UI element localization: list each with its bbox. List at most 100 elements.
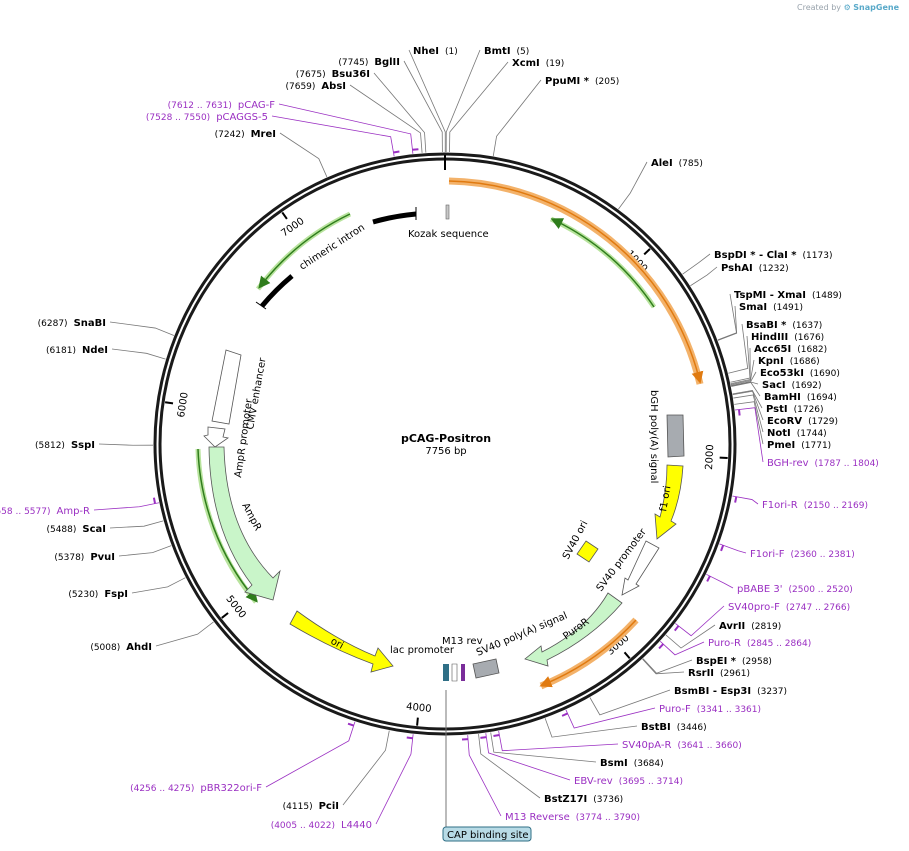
primer-label-sv40pa-r: SV40pA-R(3641 .. 3660) (622, 740, 742, 751)
cap-feature (443, 664, 449, 681)
enzyme-label-pshai: PshAI(1232) (721, 263, 789, 274)
enzyme-label-ndei: (6181)NdeI (46, 345, 108, 356)
primer-leader-f1ori-r (732, 495, 759, 505)
primer-pos-sv40pro-f: (2747 .. 2766) (786, 603, 850, 613)
enzyme-name-psti: PstI (766, 404, 788, 415)
primer-leader-ebv-rev (485, 733, 571, 781)
enzyme-label-rsrii: RsrII(2961) (688, 668, 750, 679)
annotation-leaders (93, 49, 764, 825)
enzyme-leader-smai (717, 305, 738, 341)
primer-mark-puro-r (658, 643, 664, 650)
primer-pos-l4440: (4005 .. 4022) (271, 821, 335, 831)
enzyme-name-bstz17i: BstZ17I (544, 794, 587, 805)
enzyme-label-bstbi: BstBI(3446) (641, 722, 707, 733)
primer-mark-pbabe3 (706, 575, 711, 582)
f1-ori-shape (654, 464, 684, 540)
enzyme-pos-psti: (1726) (794, 405, 824, 415)
enzyme-pos-bmti: (5) (517, 47, 530, 57)
green-arc-left-bottom-core (197, 448, 258, 603)
enzyme-name-snabi: SnaBI (74, 318, 106, 329)
orf-arc-top-right (448, 177, 704, 385)
enzyme-leader-saci (731, 381, 759, 387)
enzyme-leader-psti (732, 389, 763, 409)
enzyme-name-pshai: PshAI (721, 263, 753, 274)
primer-name-sv40pa-r: SV40pA-R (622, 740, 671, 751)
enzyme-label-pcii: (4115)PciI (283, 801, 339, 812)
enzyme-leader-pvui (118, 545, 172, 557)
primer-leader-pbr322ori-f (265, 721, 356, 788)
tick-label-7000: 7000 (279, 216, 306, 240)
cmv-enhancer-shape (211, 349, 242, 425)
enzyme-label-bamhi: BamHI(1694) (764, 392, 837, 403)
cap-binding-label: CAP binding site (447, 830, 529, 841)
primer-leader-pcaggs-5 (271, 115, 395, 157)
enzyme-pos-ahdi: (5008) (90, 643, 120, 653)
enzyme-pos-bsabi: (1637) (792, 321, 822, 331)
enzyme-name-pvui: PvuI (90, 552, 115, 563)
enzyme-pos-bstz17i: (3736) (593, 795, 623, 805)
enzyme-pos-nhei: (1) (445, 47, 458, 57)
enzyme-pos-avrii: (2819) (751, 622, 781, 632)
chimeric-intron-arc (372, 211, 417, 225)
plasmid-name: pCAG-Positron (401, 432, 491, 445)
primer-label-amp-r: (5558 .. 5577)Amp-R (0, 506, 90, 517)
primer-mark-sv40pa-r (493, 733, 500, 737)
enzyme-leader-absi (349, 84, 423, 153)
kozak-mark (445, 204, 450, 220)
enzyme-leader-bspdi (682, 253, 711, 275)
primer-label-pbr322ori-f: (4256 .. 4275)pBR322ori-F (130, 783, 262, 794)
enzyme-leader-sspi (98, 443, 154, 446)
enzyme-leader-mrei (279, 132, 328, 178)
primer-pos-puro-f: (3341 .. 3361) (697, 705, 761, 715)
primer-name-puro-r: Puro-R (708, 638, 741, 649)
enzyme-name-hindiii: HindIII (751, 332, 788, 343)
primer-pos-pbr322ori-f: (4256 .. 4275) (130, 784, 194, 794)
tick-1000 (643, 248, 651, 256)
enzyme-name-saci: SacI (762, 380, 786, 391)
enzyme-pos-bamhi: (1694) (807, 393, 837, 403)
enzyme-label-snabi: (6287)SnaBI (38, 318, 106, 329)
enzyme-label-xcmi: XcmI(19) (512, 58, 564, 69)
enzyme-name-bsmi: BsmI (600, 758, 628, 769)
enzyme-pos-pmei: (1771) (801, 441, 831, 451)
enzyme-label-nhei: NheI (1) (413, 46, 458, 57)
primer-name-f1ori-r: F1ori-R (762, 500, 798, 511)
enzyme-leader-pshai (690, 266, 718, 287)
enzyme-leader-snabi (109, 321, 175, 336)
enzyme-label-fspi: (5230) FspI (68, 589, 128, 600)
enzyme-pos-fspi: (5230) (68, 590, 98, 600)
enzyme-leader-rsrii (642, 658, 685, 675)
enzyme-leader-xcmi (449, 61, 509, 153)
enzyme-name-smai: SmaI (739, 302, 767, 313)
enzyme-name-fspi: FspI (104, 589, 128, 600)
enzyme-label-kpni: KpnI(1686) (758, 356, 820, 367)
enzyme-name-bstbi: BstBI (641, 722, 671, 733)
enzyme-leader-bsmbi (589, 689, 671, 716)
chimeric-intron-label: chimeric intron (298, 222, 367, 272)
primer-leader-pcag-f (278, 103, 414, 154)
enzyme-pos-bspei: (2958) (742, 657, 772, 667)
ampr-label: AmpR (239, 501, 263, 533)
primer-pos-bgh-rev: (1787 .. 1804) (815, 459, 879, 469)
primer-mark-amp-r (152, 497, 157, 504)
primer-pos-f1ori-r: (2150 .. 2169) (804, 501, 868, 511)
enzyme-name-scai: ScaI (82, 524, 106, 535)
enzyme-name-bglii: BglII (374, 57, 400, 68)
primer-name-m13-reverse: M13 Reverse (505, 812, 570, 823)
primer-name-pcag-f: pCAG-F (238, 100, 275, 111)
enzyme-name-bmti: BmtI (484, 46, 511, 57)
primer-leader-amp-r (93, 502, 160, 511)
enzyme-label-saci: SacI (1692) (762, 380, 822, 391)
m13-rev-feature (461, 664, 465, 681)
enzyme-pos-ppumi: (205) (595, 77, 619, 87)
enzyme-label-smai: SmaI(1491) (739, 302, 803, 313)
enzyme-name-nhei: NheI (413, 46, 439, 57)
primer-leader-sv40pro-f (675, 605, 725, 637)
primer-mark-l4440 (406, 736, 413, 740)
enzyme-pos-saci: (1692) (792, 381, 822, 391)
sv40-polya-shape (472, 658, 500, 679)
enzyme-pos-scai: (5488) (46, 525, 76, 535)
primer-name-amp-r: Amp-R (57, 506, 91, 517)
enzyme-pos-xcmi: (19) (546, 59, 564, 69)
enzyme-name-bspei: BspEI * (696, 656, 737, 667)
